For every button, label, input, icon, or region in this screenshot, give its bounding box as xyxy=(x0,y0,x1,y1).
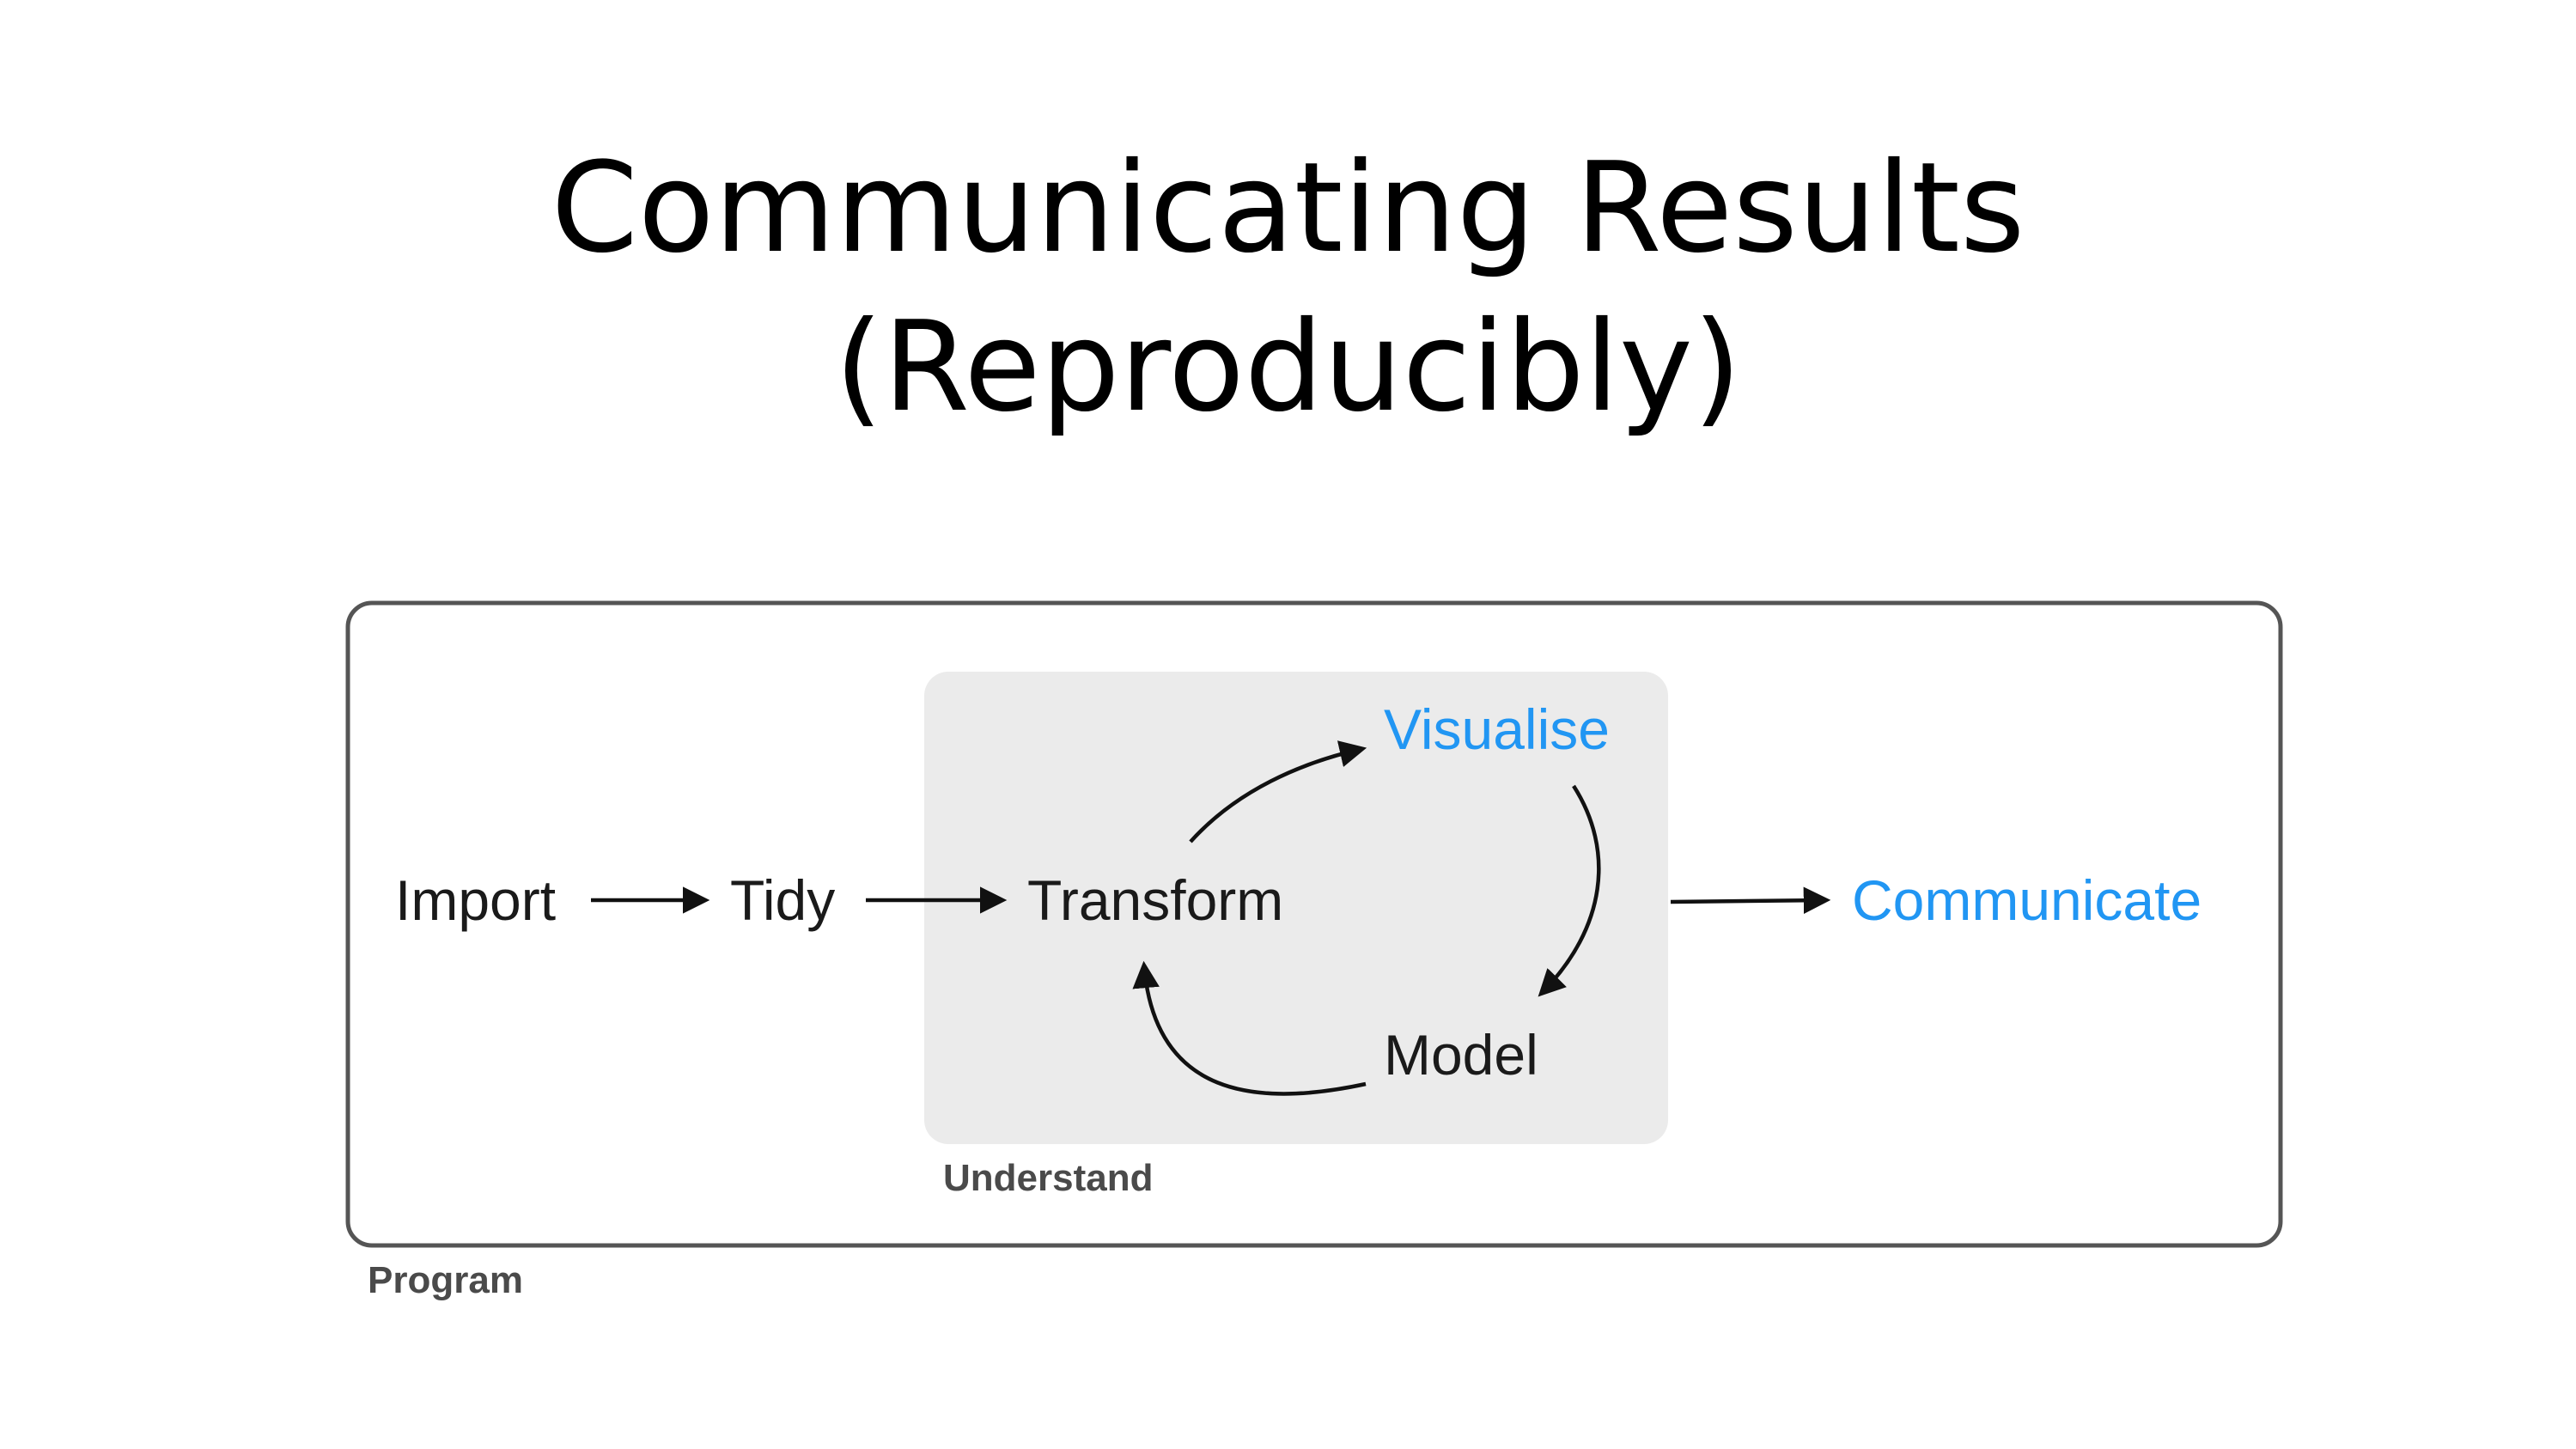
understand-label: Understand xyxy=(943,1157,1153,1199)
slide-title: Communicating Results (Reproducibly) xyxy=(0,129,2576,447)
title-line-1: Communicating Results xyxy=(551,136,2025,281)
communicate-node: Communicate xyxy=(1852,868,2201,932)
arrow-visualise-to-model xyxy=(1538,784,1601,997)
arrow-transform-to-visualise xyxy=(1189,740,1367,843)
program-label: Program xyxy=(368,1259,523,1301)
tidy-node: Tidy xyxy=(730,868,835,932)
visualise-node: Visualise xyxy=(1384,697,1610,761)
title-line-2: (Reproducibly) xyxy=(834,295,1742,440)
import-node: Import xyxy=(395,868,556,932)
arrow-understand-to-communicate xyxy=(1670,886,1831,915)
arrow-model-to-transform xyxy=(1132,960,1367,1096)
understand-box xyxy=(924,672,1668,1144)
model-node: Model xyxy=(1384,1023,1538,1087)
transform-node: Transform xyxy=(1027,868,1283,932)
